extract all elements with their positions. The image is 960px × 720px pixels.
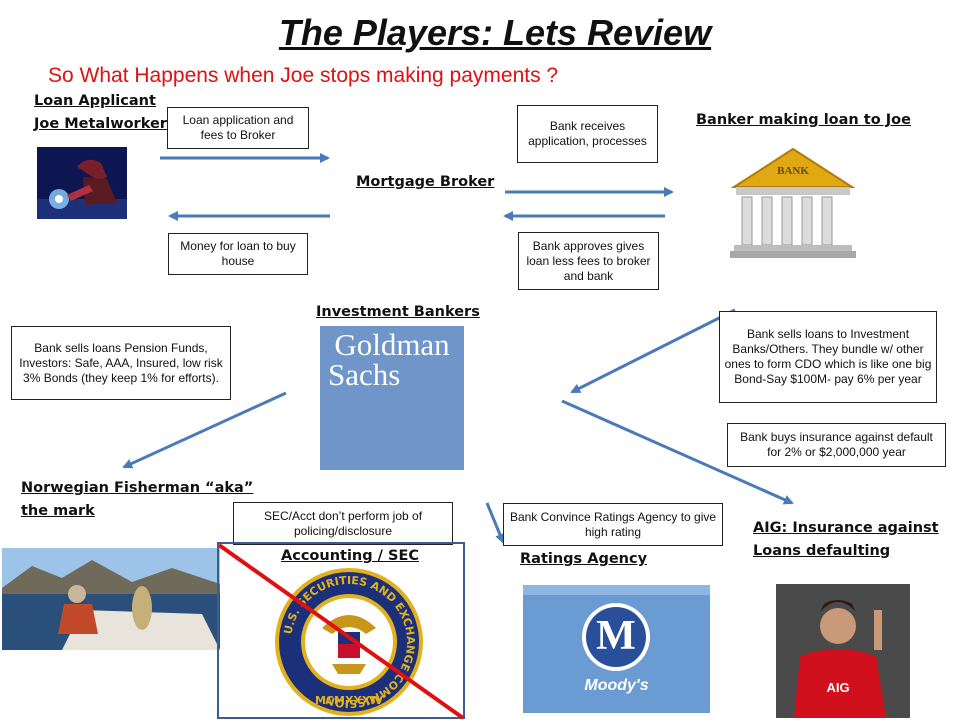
arrow-investment-to-fisherman [122, 391, 287, 469]
box-bank-buys-insurance: Bank buys insurance against default for … [727, 423, 946, 467]
box-sec-acct: SEC/Acct don’t perform job of policing/d… [233, 502, 453, 545]
sec-frame [217, 542, 465, 719]
welder-image [37, 147, 127, 219]
arrow-investment-to-aig [561, 399, 794, 505]
bank-sign-text: BANK [777, 165, 809, 177]
label-loan-applicant: Loan Applicant Joe Metalworker [34, 93, 167, 132]
label-mortgage-broker: Mortgage Broker [356, 174, 495, 190]
arrow-bank-to-investment [570, 308, 736, 394]
goldman-text: Goldman [334, 327, 450, 362]
label-banker: Banker making loan to Joe [696, 112, 911, 128]
label-fisherman: Norwegian Fisherman “aka” the mark [21, 480, 254, 519]
page-title: The Players: Lets Review [278, 12, 712, 53]
box-bank-sells-pension: Bank sells loans Pension Funds, Investor… [11, 326, 231, 400]
sachs-text: Sachs [328, 357, 401, 392]
arrow-to-ratings [485, 502, 505, 544]
label-accounting-sec: Accounting / SEC [281, 548, 420, 564]
label-aig: AIG: Insurance against Loans defaulting [753, 520, 939, 559]
fisherman-image [2, 548, 220, 650]
sec-year-text: MCMXXXIV [315, 694, 384, 707]
label-ratings-agency: Ratings Agency [520, 551, 648, 567]
box-bank-approves: Bank approves gives loan less fees to br… [518, 232, 659, 290]
label-investment-bankers: Investment Bankers [316, 304, 480, 320]
sec-seal: U.S. SECURITIES AND EXCHANGE COMMISSION … [272, 566, 426, 718]
bank-image: BANK [728, 145, 858, 260]
jersey-logo-text: AIG [826, 680, 850, 695]
aig-player-image: AIG [776, 584, 910, 718]
moodys-logo: M Moody's [523, 585, 710, 713]
box-bank-receives: Bank receives application, processes [517, 105, 658, 163]
box-loan-application: Loan application and fees to Broker [167, 107, 309, 149]
box-bank-convince: Bank Convince Ratings Agency to give hig… [503, 503, 723, 546]
box-bank-sells-investment: Bank sells loans to Investment Banks/Oth… [719, 311, 937, 403]
box-money-for-loan: Money for loan to buy house [168, 233, 308, 275]
goldman-sachs-logo: Goldman Sachs [320, 326, 464, 470]
moodys-name: Moody's [584, 677, 649, 694]
subtitle: So What Happens when Joe stops making pa… [48, 64, 559, 87]
moodys-letter: M [596, 613, 636, 659]
